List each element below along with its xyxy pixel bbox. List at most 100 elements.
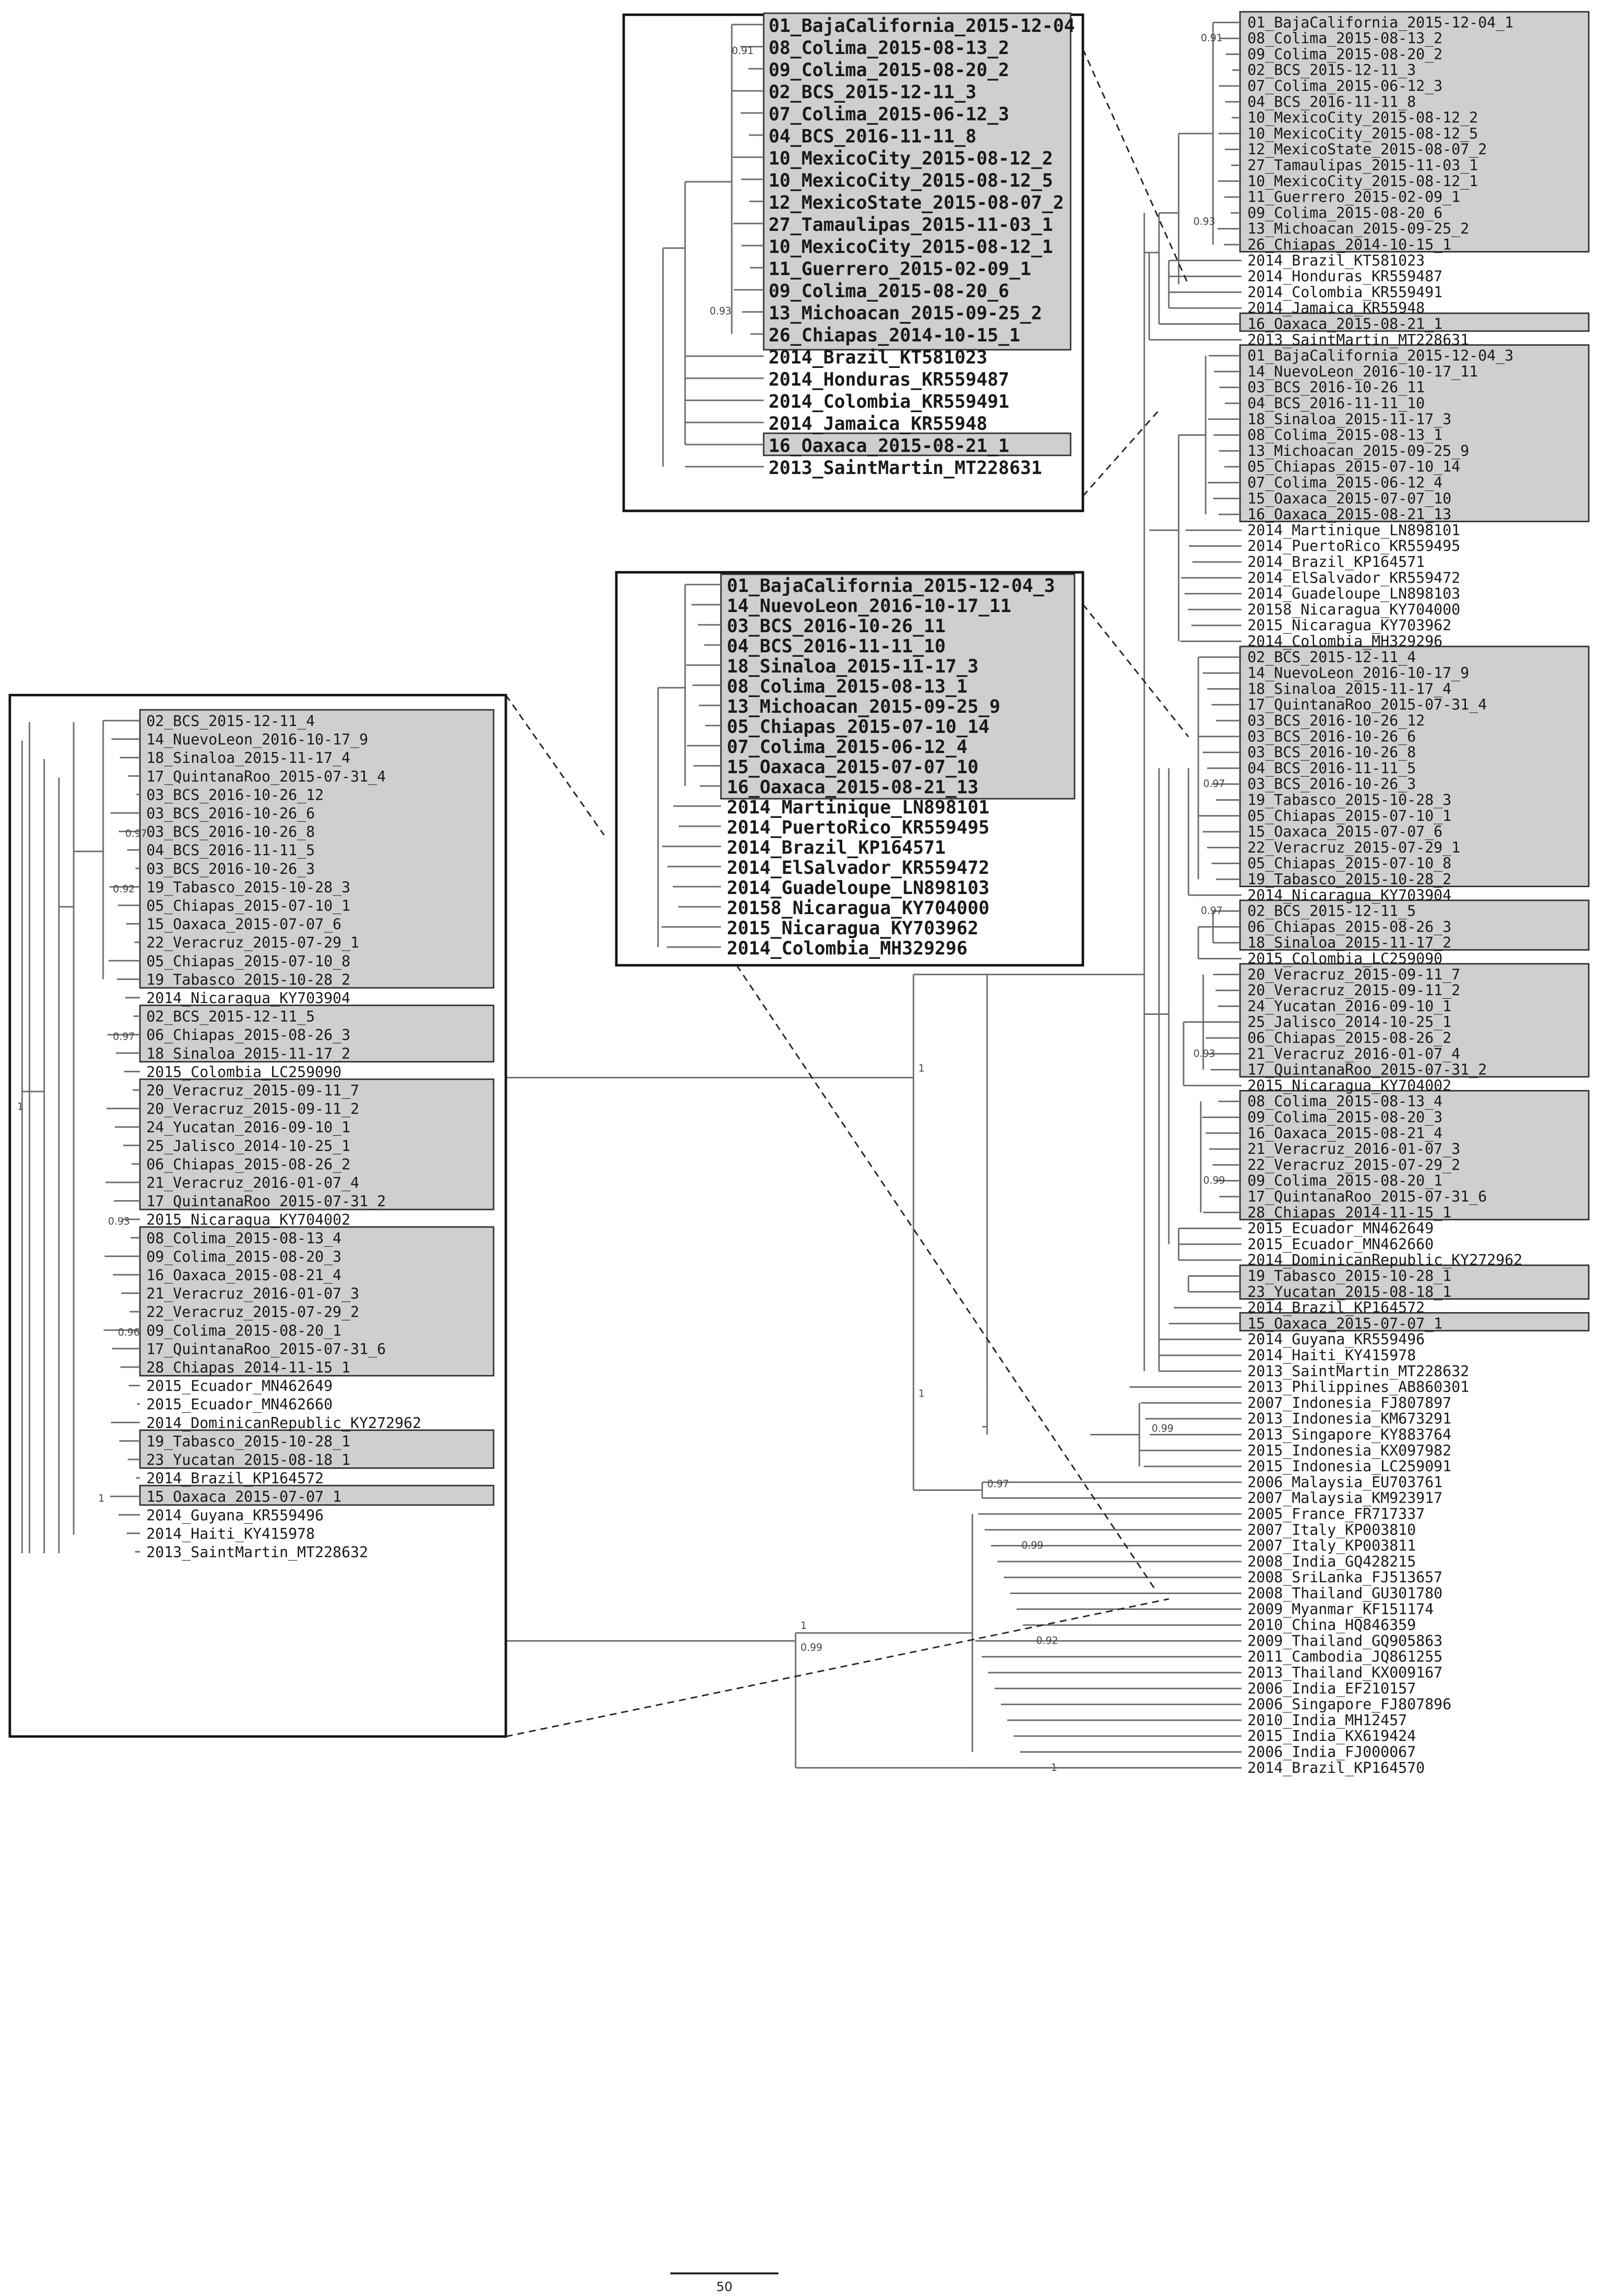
- main-tip-label: 2006_India_FJ000067: [1247, 1743, 1416, 1761]
- main-tip-label: 2014_ElSalvador_KR559472: [1247, 569, 1460, 587]
- main-tip-label: 04_BCS_2016-11-11_8: [1247, 93, 1416, 111]
- main-tip-label: 03_BCS_2016-10-26_8: [1247, 744, 1416, 761]
- main-tip-label: 2013_SaintMartin_MT228631: [1247, 332, 1469, 349]
- connector-mid-upper: [1082, 604, 1189, 737]
- inset-top-tip-label: 2013_SaintMartin_MT228631: [769, 457, 1042, 478]
- main-tip-label: 06_Chiapas_2015-08-26_2: [1247, 1030, 1451, 1047]
- inset-top-tip-label: 27_Tamaulipas_2015-11-03_1: [769, 214, 1053, 235]
- inset-top-tip-label: 2014_Brazil_KT581023: [769, 347, 988, 368]
- main-tip-label: 23_Yucatan_2015-08-18_1: [1247, 1284, 1451, 1301]
- main-tip-label: 2015_Ecuador_MN462660: [1247, 1236, 1434, 1253]
- inset-left-tip-label: 03_BCS_2016-10-26_3: [146, 861, 315, 878]
- inset-left-tip-label: 2015_Ecuador_MN462649: [146, 1378, 332, 1395]
- main-tip-label: 2014_Guadeloupe_LN898103: [1247, 586, 1460, 603]
- support-value: 0.99: [1021, 1540, 1044, 1551]
- inset-left-tip-label: 20_Veracruz_2015-09-11_2: [146, 1101, 359, 1118]
- support-value: 1: [17, 1101, 24, 1113]
- zoom-connectors: [505, 49, 1189, 1737]
- main-tip-label: 2014_Brazil_KP164572: [1247, 1299, 1425, 1316]
- main-tip-label: 2015_Nicaragua_KY704002: [1247, 1077, 1451, 1094]
- inset-top-tip-label: 02_BCS_2015-12-11_3: [769, 82, 976, 103]
- inset-left-tip-label: 19_Tabasco_2015-10-28_2: [146, 971, 350, 988]
- main-tip-label: 2006_Singapore_FJ807896: [1247, 1696, 1451, 1713]
- main-tip-label: 2014_DominicanRepublic_KY272962: [1247, 1252, 1522, 1269]
- inset-left-tip-label: 20_Veracruz_2015-09-11_7: [146, 1082, 359, 1099]
- support-value: 0.99: [1203, 1175, 1225, 1186]
- main-tip-label: 2015_Indonesia_LC259091: [1247, 1458, 1451, 1475]
- connector-top-lower: [1082, 410, 1160, 497]
- main-tip-label: 09_Colima_2015-08-20_6: [1247, 204, 1442, 222]
- main-tip-label: 15_Oaxaca_2015-07-07_10: [1247, 490, 1451, 507]
- main-tip-label: 2005_France_FR717337: [1247, 1506, 1425, 1523]
- inset-left-tip-label: 2014_Brazil_KP164572: [146, 1470, 324, 1487]
- support-value: 0.97: [1201, 905, 1223, 917]
- main-shaded-clade: [1239, 1264, 1590, 1300]
- main-tip-label: 2009_Thailand_GQ905863: [1247, 1632, 1442, 1650]
- inset-top-tip-label: 09_Colima_2015-08-20_6: [769, 280, 1009, 302]
- inset-left-tip-label: 17_QuintanaRoo_2015-07-31_4: [146, 768, 386, 785]
- inset-top-tip-label: 11_Guerrero_2015-02-09_1: [769, 258, 1031, 280]
- inset-left-shaded-clade: [139, 1226, 495, 1377]
- main-tip-label: 01_BajaCalifornia_2015-12-04_1: [1247, 14, 1514, 31]
- main-tip-label: 2014_Brazil_KT581023: [1247, 252, 1425, 269]
- main-tip-label: 22_Veracruz_2015-07-29_2: [1247, 1156, 1460, 1174]
- main-shaded-clade: [1239, 899, 1590, 951]
- main-tip-label: 16_Oaxaca_2015-08-21_1: [1247, 315, 1442, 333]
- main-shaded-clade: [1239, 344, 1590, 523]
- inset-left-tip-label: 21_Veracruz_2016-01-07_4: [146, 1175, 359, 1192]
- main-shaded-clade: [1239, 312, 1590, 332]
- main-tip-label: 02_BCS_2015-12-11_3: [1247, 62, 1416, 79]
- main-tip-label: 08_Colima_2015-08-13_2: [1247, 30, 1442, 47]
- support-value: 0.91: [1201, 32, 1223, 44]
- main-tip-label: 16_Oaxaca_2015-08-21_13: [1247, 506, 1451, 523]
- inset-left-tip-label: 06_Chiapas_2015-08-26_3: [146, 1027, 350, 1044]
- main-tip-label: 2014_Colombia_MH329296: [1247, 633, 1442, 650]
- support-value: 0.97: [987, 1478, 1009, 1489]
- main-tip-label: 2014_Colombia_KR559491: [1247, 284, 1442, 301]
- inset-mid-tip-label: 07_Colima_2015-06-12_4: [727, 736, 967, 757]
- main-tip-label: 24_Yucatan_2016-09-10_1: [1247, 998, 1451, 1015]
- support-value: 0.99: [1152, 1422, 1174, 1434]
- support-value: 0.92: [1036, 1634, 1058, 1646]
- inset-mid-tip-label: 2014_Brazil_KP164571: [727, 837, 946, 858]
- inset-left-tip-label: 08_Colima_2015-08-13_4: [146, 1230, 341, 1247]
- support-value: 1: [98, 1492, 105, 1504]
- main-tip-label: 07_Colima_2015-06-12_4: [1247, 474, 1442, 491]
- inset-mid-panel: 01_BajaCalifornia_2015-12-04_314_NuevoLe…: [615, 571, 1084, 967]
- main-tip-label: 19_Tabasco_2015-10-28_1: [1247, 1267, 1451, 1285]
- inset-left-shaded-clade: [139, 709, 495, 989]
- main-tip-label: 26_Chiapas_2014-10-15_1: [1247, 236, 1451, 253]
- main-tip-label: 2007_Indonesia_FJ807897: [1247, 1395, 1451, 1412]
- main-tip-label: 2009_Myanmar_KF151174: [1247, 1601, 1434, 1618]
- inset-mid-tip-label: 2015_Nicaragua_KY703962: [727, 918, 978, 939]
- main-tip-label: 19_Tabasco_2015-10-28_2: [1247, 871, 1451, 888]
- main-tip-label: 2007_Italy_KP003811: [1247, 1538, 1416, 1555]
- support-value: 0.97: [1203, 778, 1225, 789]
- inset-mid-tip-label: 15_Oaxaca_2015-07-07_10: [727, 756, 978, 778]
- inset-left-shaded-clade: [139, 1078, 495, 1210]
- main-tip-label: 15_Oaxaca_2015-07-07_6: [1247, 823, 1442, 840]
- main-tip-label: 2013_Indonesia_KM673291: [1247, 1410, 1451, 1428]
- main-tip-label: 2015_Ecuador_MN462649: [1247, 1220, 1434, 1237]
- support-value: 0.91: [732, 45, 754, 56]
- scale-bar-label: 50: [716, 2280, 732, 2295]
- main-tip-label: 05_Chiapas_2015-07-10_1: [1247, 808, 1451, 825]
- inset-top-tip-label: 08_Colima_2015-08-13_2: [769, 37, 1009, 58]
- main-tip-label: 2013_Singapore_KY883764: [1247, 1426, 1451, 1443]
- support-value: 0.96: [118, 1326, 140, 1338]
- inset-left-tip-label: 09_Colima_2015-08-20_3: [146, 1248, 341, 1265]
- main-tip-label: 11_Guerrero_2015-02-09_1: [1247, 189, 1460, 206]
- support-value: 1: [800, 1620, 807, 1631]
- support-value: 0.93: [1193, 1047, 1215, 1059]
- inset-left-tip-label: 2013_SaintMartin_MT228632: [146, 1544, 368, 1561]
- inset-mid-tip-label: 03_BCS_2016-10-26_11: [727, 616, 946, 637]
- inset-left-tip-label: 25_Jalisco_2014-10-25_1: [146, 1138, 350, 1155]
- main-tip-label: 09_Colima_2015-08-20_1: [1247, 1173, 1442, 1190]
- inset-left-tip-label: 19_Tabasco_2015-10-28_3: [146, 879, 350, 896]
- support-value: 1: [918, 1063, 925, 1074]
- inset-left-tip-label: 24_Yucatan_2016-09-10_1: [146, 1119, 350, 1136]
- main-shaded-clade: [1239, 1312, 1590, 1332]
- main-tip-label: 03_BCS_2016-10-26_6: [1247, 728, 1416, 745]
- main-tip-label: 2007_Malaysia_KM923917: [1247, 1490, 1442, 1507]
